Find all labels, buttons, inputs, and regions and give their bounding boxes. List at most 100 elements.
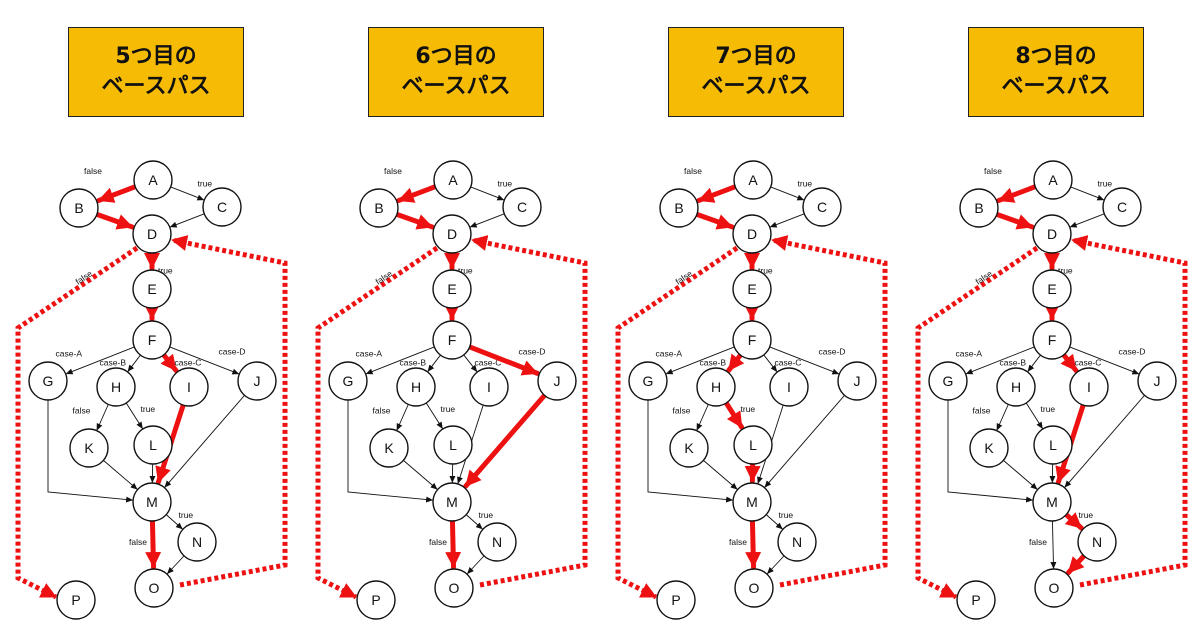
edge-m-n (165, 514, 184, 530)
edge-j-m (463, 392, 548, 489)
node-i: I (169, 367, 209, 407)
edge-g-m (347, 400, 434, 503)
node-d: D (1032, 214, 1072, 254)
node-n: N (477, 522, 517, 562)
node-a: A (1033, 160, 1073, 200)
node-label: M (146, 494, 158, 510)
edge-label-h-l: true (741, 404, 756, 414)
panel-title-line2: ベースパス (101, 74, 211, 99)
node-label: K (684, 440, 694, 456)
edge-h-l (1025, 402, 1044, 430)
node-label: F (448, 332, 457, 348)
node-label: M (1046, 494, 1058, 510)
edge-f-i (160, 352, 179, 373)
node-m: M (732, 482, 772, 522)
edge-label-h-l: true (1041, 404, 1056, 414)
node-label: I (1087, 379, 1091, 395)
node-label: B (674, 200, 683, 216)
edge-label-h-k: false (673, 406, 691, 416)
node-label: I (787, 379, 791, 395)
node-label: J (1154, 373, 1161, 389)
edge-c-d (169, 213, 205, 228)
node-label: C (817, 199, 827, 215)
node-label: N (792, 534, 802, 550)
edge-n-o (166, 555, 185, 575)
node-f: F (1032, 320, 1072, 360)
node-g: G (328, 361, 368, 401)
edge-label-f-g: case-A (356, 349, 383, 359)
node-label: L (749, 437, 757, 453)
edge-f-g (665, 346, 735, 375)
node-a: A (133, 160, 173, 200)
node-f: F (132, 320, 172, 360)
edge-k-m (1003, 460, 1038, 490)
panel-title-box: 6つ目のベースパス (368, 27, 544, 117)
edge-b-d (994, 211, 1035, 230)
node-label: D (147, 226, 157, 242)
node-label: C (1117, 199, 1127, 215)
node-label: L (1049, 437, 1057, 453)
edge-label-h-k: false (373, 406, 391, 416)
edge-f-j (769, 346, 840, 375)
node-label: A (1048, 172, 1058, 188)
node-label: D (447, 226, 457, 242)
node-o: O (434, 568, 474, 608)
node-label: E (147, 281, 156, 297)
node-k: K (69, 428, 109, 468)
node-h: H (96, 367, 136, 407)
panel-title-line1: 6つ目の (415, 44, 497, 69)
node-label: O (749, 580, 760, 596)
panel-title-box: 5つ目のベースパス (68, 27, 244, 117)
node-p: P (956, 580, 996, 620)
node-label: A (748, 172, 758, 188)
node-b: B (59, 188, 99, 228)
node-label: G (343, 373, 354, 389)
node-l: L (433, 425, 473, 465)
edge-d-p (915, 245, 1039, 600)
edge-label-d-e: true (458, 266, 473, 276)
node-label: G (943, 373, 954, 389)
node-label: N (492, 534, 502, 550)
edge-c-d (1069, 213, 1105, 228)
node-label: B (974, 200, 983, 216)
node-label: J (854, 373, 861, 389)
node-o: O (134, 568, 174, 608)
node-label: G (643, 373, 654, 389)
edge-label-m-o: false (1029, 537, 1047, 547)
node-label: H (711, 379, 721, 395)
edge-b-d (694, 211, 735, 230)
edge-label-f-j: case-D (819, 347, 846, 357)
node-label: K (384, 440, 394, 456)
node-c: C (502, 187, 542, 227)
node-f: F (432, 320, 472, 360)
node-l: L (133, 425, 173, 465)
edge-f-g (65, 346, 135, 375)
edge-h-l (425, 402, 444, 430)
node-c: C (202, 187, 242, 227)
edge-j-m (1064, 395, 1145, 488)
edge-a-c (470, 186, 505, 201)
node-label: C (217, 199, 227, 215)
edge-label-a-c: true (1098, 179, 1113, 189)
edge-n-o (466, 555, 485, 575)
node-g: G (928, 361, 968, 401)
edge-label-a-c: true (498, 179, 513, 189)
edge-label-a-b: false (384, 166, 402, 176)
edge-label-f-j: case-D (519, 347, 546, 357)
edge-g-m (947, 400, 1034, 503)
edge-k-m (403, 460, 438, 490)
node-label: O (149, 580, 160, 596)
node-e: E (732, 269, 772, 309)
node-label: N (192, 534, 202, 550)
edge-h-l (125, 402, 144, 430)
edge-f-h (427, 354, 441, 373)
node-label: C (517, 199, 527, 215)
node-label: P (71, 592, 80, 608)
node-n: N (1077, 522, 1117, 562)
node-c: C (1102, 187, 1142, 227)
